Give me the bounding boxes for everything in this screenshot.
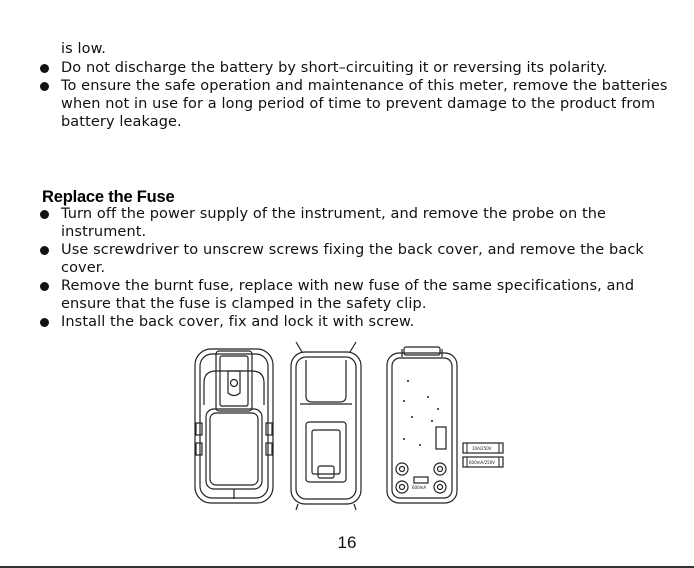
bullet-icon	[40, 282, 49, 291]
step-1-line-1: Turn off the power supply of the instrum…	[61, 206, 607, 222]
bullet-icon	[40, 246, 49, 255]
fuse-label: 10A/250V	[472, 446, 492, 451]
meter-back-illustration	[194, 348, 274, 504]
fuse-illustration	[462, 456, 504, 468]
intro-bullet-2-line-1: To ensure the safe operation and mainten…	[61, 78, 668, 94]
step-3-line-2: ensure that the fuse is clamped in the s…	[61, 296, 427, 312]
intro-continuation-text: is low.	[61, 41, 106, 57]
board-fuse-label: 600mA	[412, 485, 427, 490]
intro-bullet-2-line-2: when not in use for a long period of tim…	[61, 96, 656, 112]
step-4-line-1: Install the back cover, fix and lock it …	[61, 314, 415, 330]
step-1-line-2: instrument.	[61, 224, 147, 240]
intro-bullet-2-line-3: battery leakage.	[61, 114, 182, 130]
intro-bullet-1-line-1: Do not discharge the battery by short–ci…	[61, 60, 608, 76]
step-2-line-1: Use screwdriver to unscrew screws fixing…	[61, 242, 644, 258]
bullet-icon	[40, 64, 49, 73]
fuse-illustration	[462, 442, 504, 454]
step-3-line-1: Remove the burnt fuse, replace with new …	[61, 278, 635, 294]
bullet-icon	[40, 210, 49, 219]
meter-stand-illustration	[290, 341, 362, 511]
bullet-icon	[40, 318, 49, 327]
circuit-board-illustration	[386, 346, 458, 504]
page-number: 16	[337, 533, 357, 552]
fuse-label: 600mA/250V	[469, 460, 495, 465]
bullet-icon	[40, 82, 49, 91]
step-2-line-2: cover.	[61, 260, 106, 276]
footer-divider	[0, 566, 694, 568]
section-heading: Replace the Fuse	[42, 188, 175, 206]
